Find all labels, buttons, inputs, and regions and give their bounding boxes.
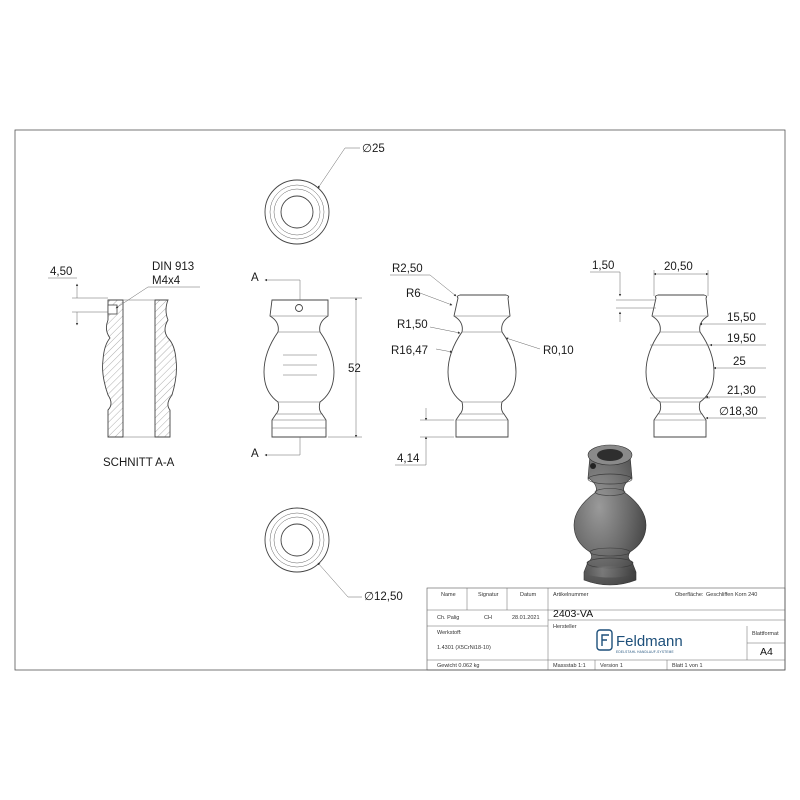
radius-outline [447,294,517,438]
neck-diameter-label: 15,50 [727,312,756,324]
tb-article-header: Artikelnummer [553,592,589,598]
cut-marker-top: A [251,272,259,284]
tb-date-header: Datum [520,592,537,598]
top-offset-label: 1,50 [592,260,614,272]
bottom-view: ∅12,50 [264,507,403,603]
feldmann-logo: Feldmann EDELSTAHL HANDLAUF-SYSTEME [596,629,683,654]
brand-name: Feldmann [616,633,683,650]
radius-r2-label: R6 [406,288,421,300]
lower-diameter-label: 21,30 [727,385,756,397]
belly-diameter-label: 25 [733,356,746,368]
front-view: A A 52 [251,272,362,460]
tb-scale: Massstab 1:1 [553,663,586,669]
radius-r4-label: R16,47 [391,345,428,357]
cut-marker-bottom: A [251,448,259,460]
isometric-render [573,444,647,586]
tb-maker-header: Hersteller [553,624,577,630]
tb-material-header: Werkstoff: [437,630,462,636]
top-diameter-label: 20,50 [664,261,693,273]
bore-diameter-label: ∅12,50 [364,591,403,603]
bottom-diameter-label: ∅18,30 [719,406,758,418]
diameter-view: 20,50 1,50 15,50 19,50 25 21,30 ∅18,30 [590,260,766,438]
tb-surface-value: Geschliffen Korn 240 [706,592,757,598]
outer-diameter-label: ∅25 [362,143,385,155]
radius-r3-label: R1,50 [397,319,428,331]
ring-diameter-label: 19,50 [727,333,756,345]
screw-size-label: M4x4 [152,275,181,287]
base-offset-label: 4,14 [397,453,420,465]
tb-format-value: A4 [760,646,773,658]
tb-signature-value: CH [484,615,492,621]
set-screw [107,304,118,315]
front-outline [263,299,335,438]
tb-date-value: 28.01.2021 [512,615,540,621]
radius-r1-label: R2,50 [392,263,423,275]
section-view: 4,50 DIN 913 M4x4 SCHNITT A-A [48,261,200,469]
tb-name-value: Ch. Palig [437,615,459,621]
height-label: 52 [348,363,361,375]
screw-offset-label: 4,50 [50,266,72,278]
sheet-frame [14,129,786,671]
brand-tagline: EDELSTAHL HANDLAUF-SYSTEME [616,650,674,654]
tb-sheet: Blatt 1 von 1 [672,663,703,669]
tb-name-header: Name [441,592,456,598]
tb-signature-header: Signatur [478,592,499,598]
screw-norm-label: DIN 913 [152,261,194,273]
section-wall-left [102,299,124,438]
screw-hole [295,304,303,312]
radius-r5-label: R0,10 [543,345,574,357]
radius-view: R2,50 R6 R1,50 R16,47 R0,10 4,14 [390,263,574,466]
tb-material-value: 1.4301 (X5CrNi18-10) [437,645,491,651]
section-title: SCHNITT A-A [103,457,175,469]
tb-article-value: 2403-VA [553,608,593,620]
section-wall-right [154,299,177,438]
title-block: Name Signatur Datum Ch. Palig CH 28.01.2… [426,587,786,671]
tb-weight: Gewicht 0.062 kg [437,663,480,669]
diameter-outline [645,294,715,438]
tb-version: Version 1 [600,663,623,669]
tb-format-header: Blattformat [752,631,779,637]
top-view: ∅25 [264,143,385,245]
tb-surface-header: Oberfläche: [675,592,704,598]
